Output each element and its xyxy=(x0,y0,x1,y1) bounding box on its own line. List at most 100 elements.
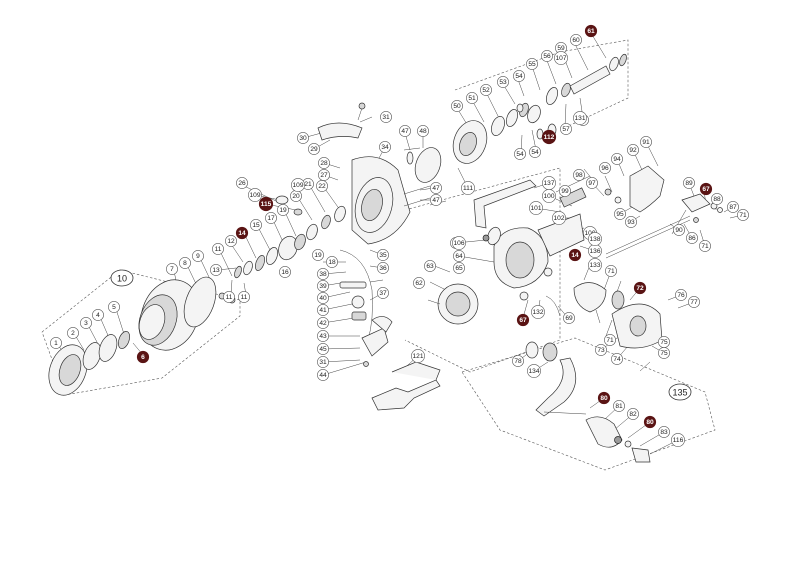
part-callout-54: 54 xyxy=(514,148,526,160)
part-callout-50: 50 xyxy=(451,100,463,112)
part-number-label: 13 xyxy=(212,267,220,274)
part-callout-circle xyxy=(588,258,602,272)
part-callout-81: 81 xyxy=(613,400,625,412)
part-number-label: 40 xyxy=(319,295,327,302)
part-number-label: 76 xyxy=(677,292,685,299)
part-number-label: 53 xyxy=(499,79,507,86)
part-callout-97: 97 xyxy=(586,177,598,189)
part-callout-62: 62 xyxy=(413,277,425,289)
part-callout-circle xyxy=(136,350,150,364)
part-callout-59: 59 xyxy=(555,42,567,54)
part-number-label: 106 xyxy=(453,240,464,247)
part-number-label: 6 xyxy=(141,354,145,361)
part-number-label: 47 xyxy=(432,197,440,204)
part-callout-circle xyxy=(424,260,436,272)
part-callout-circle xyxy=(529,201,543,215)
part-number-label: 121 xyxy=(412,353,423,360)
part-callout-76: 76 xyxy=(675,289,687,301)
part-callout-78: 78 xyxy=(512,355,524,367)
part-callout-47: 47 xyxy=(430,194,442,206)
part-number-label: 11 xyxy=(226,294,233,301)
part-number-label: 96 xyxy=(601,165,609,172)
part-number-label: 138 xyxy=(589,236,600,243)
part-callout-circle xyxy=(643,415,657,429)
part-callout-circle xyxy=(317,304,329,316)
part-callout-91: 91 xyxy=(640,136,652,148)
part-callout-circle xyxy=(317,330,329,342)
rotor-drawing xyxy=(317,102,411,341)
washer-stack-drawing xyxy=(234,195,346,279)
part-callout-131: 131 xyxy=(573,111,587,125)
part-callout-93: 93 xyxy=(625,216,637,228)
part-number-label: 11 xyxy=(215,246,222,253)
part-callout-circle xyxy=(50,337,62,349)
part-callout-circle xyxy=(250,219,262,231)
part-callout-41: 41 xyxy=(317,304,329,316)
part-callout-circle xyxy=(453,262,465,274)
part-callout-133: 133 xyxy=(588,258,602,272)
part-number-label: 101 xyxy=(530,205,541,212)
part-callout-34: 34 xyxy=(379,141,391,153)
part-callout-circle xyxy=(570,34,582,46)
part-callout-14: 14 xyxy=(568,248,582,262)
part-callout-82: 82 xyxy=(627,408,639,420)
part-callout-circle xyxy=(559,185,571,197)
part-callout-31: 31 xyxy=(317,356,329,368)
part-number-label: 95 xyxy=(616,211,624,218)
part-callout-57: 57 xyxy=(560,123,572,135)
part-callout-18: 18 xyxy=(326,256,338,268)
part-number-label: 14 xyxy=(238,230,246,237)
part-callout-55: 55 xyxy=(526,58,538,70)
part-callout-circle xyxy=(563,312,575,324)
part-callout-circle xyxy=(297,132,309,144)
part-number-label: 71 xyxy=(701,243,709,250)
part-callout-1: 1 xyxy=(50,337,62,349)
part-callout-circle xyxy=(683,177,695,189)
part-callout-80: 80 xyxy=(597,391,611,405)
part-callout-17: 17 xyxy=(265,212,277,224)
part-callout-52: 52 xyxy=(480,84,492,96)
part-callout-83: 83 xyxy=(658,426,670,438)
part-callout-circle xyxy=(625,216,637,228)
part-number-label: 94 xyxy=(613,156,621,163)
part-callout-69: 69 xyxy=(563,312,575,324)
part-callout-circle xyxy=(599,162,611,174)
part-number-label: 82 xyxy=(629,411,637,418)
part-callout-circle xyxy=(633,281,647,295)
part-callout-circle xyxy=(531,305,545,319)
part-callout-circle xyxy=(586,177,598,189)
part-callout-15: 15 xyxy=(250,219,262,231)
part-callout-100: 100 xyxy=(542,189,556,203)
part-number-label: 27 xyxy=(320,172,328,179)
part-callout-31: 31 xyxy=(380,111,392,123)
part-callout-circle xyxy=(377,249,389,261)
part-callout-circle xyxy=(108,301,120,313)
part-number-label: 31 xyxy=(382,114,390,121)
cap-drawing xyxy=(371,361,441,411)
oscillation-drawing xyxy=(604,165,723,259)
part-callout-circle xyxy=(640,136,652,148)
part-number-label: 11 xyxy=(241,294,248,301)
part-callout-circle xyxy=(411,349,425,363)
part-number-label: 19 xyxy=(279,207,287,214)
part-callout-102: 102 xyxy=(552,211,566,225)
part-callout-71: 71 xyxy=(737,209,749,221)
part-callout-circle xyxy=(67,327,79,339)
part-number-label: 59 xyxy=(557,45,565,52)
part-callout-74: 74 xyxy=(611,353,623,365)
part-callout-54: 54 xyxy=(529,146,541,158)
part-number-label: 47 xyxy=(432,185,440,192)
part-number-label: 4 xyxy=(96,312,100,319)
part-callout-48: 48 xyxy=(417,125,429,137)
part-callout-11: 11 xyxy=(238,291,250,303)
part-callout-36: 36 xyxy=(377,262,389,274)
part-callout-circle xyxy=(573,111,587,125)
part-number-label: 30 xyxy=(299,135,307,142)
part-number-label: 5 xyxy=(112,304,116,311)
part-number-label: 60 xyxy=(572,37,580,44)
part-number-label: 47 xyxy=(401,128,409,135)
part-number-label: 73 xyxy=(597,347,605,354)
part-callout-54: 54 xyxy=(513,70,525,82)
part-number-label: 45 xyxy=(319,346,327,353)
part-callout-109: 109 xyxy=(291,178,305,192)
